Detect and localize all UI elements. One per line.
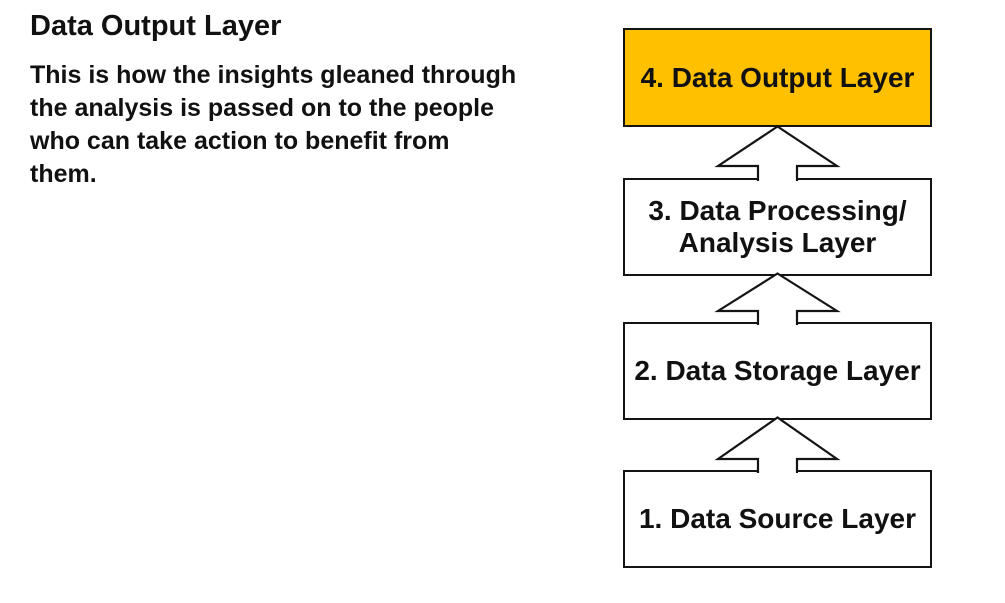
page-title: Data Output Layer: [30, 10, 282, 42]
layer-box-label: 3. Data Processing/ Analysis Layer: [648, 195, 907, 258]
layer-box-data-output: 4. Data Output Layer: [623, 28, 932, 127]
description-text: This is how the insights gleaned through…: [30, 61, 517, 188]
layer-box-label: 4. Data Output Layer: [640, 61, 915, 93]
up-arrow-icon: [714, 416, 841, 476]
layer-box-label: 2. Data Storage Layer: [634, 355, 921, 386]
layer-box-data-storage: 2. Data Storage Layer: [623, 322, 932, 420]
up-arrow-icon: [714, 272, 841, 328]
up-arrow-icon: [714, 125, 841, 184]
layer-box-data-processing: 3. Data Processing/ Analysis Layer: [623, 178, 932, 276]
layer-box-data-source: 1. Data Source Layer: [623, 470, 932, 568]
layer-box-label: 1. Data Source Layer: [638, 503, 917, 534]
